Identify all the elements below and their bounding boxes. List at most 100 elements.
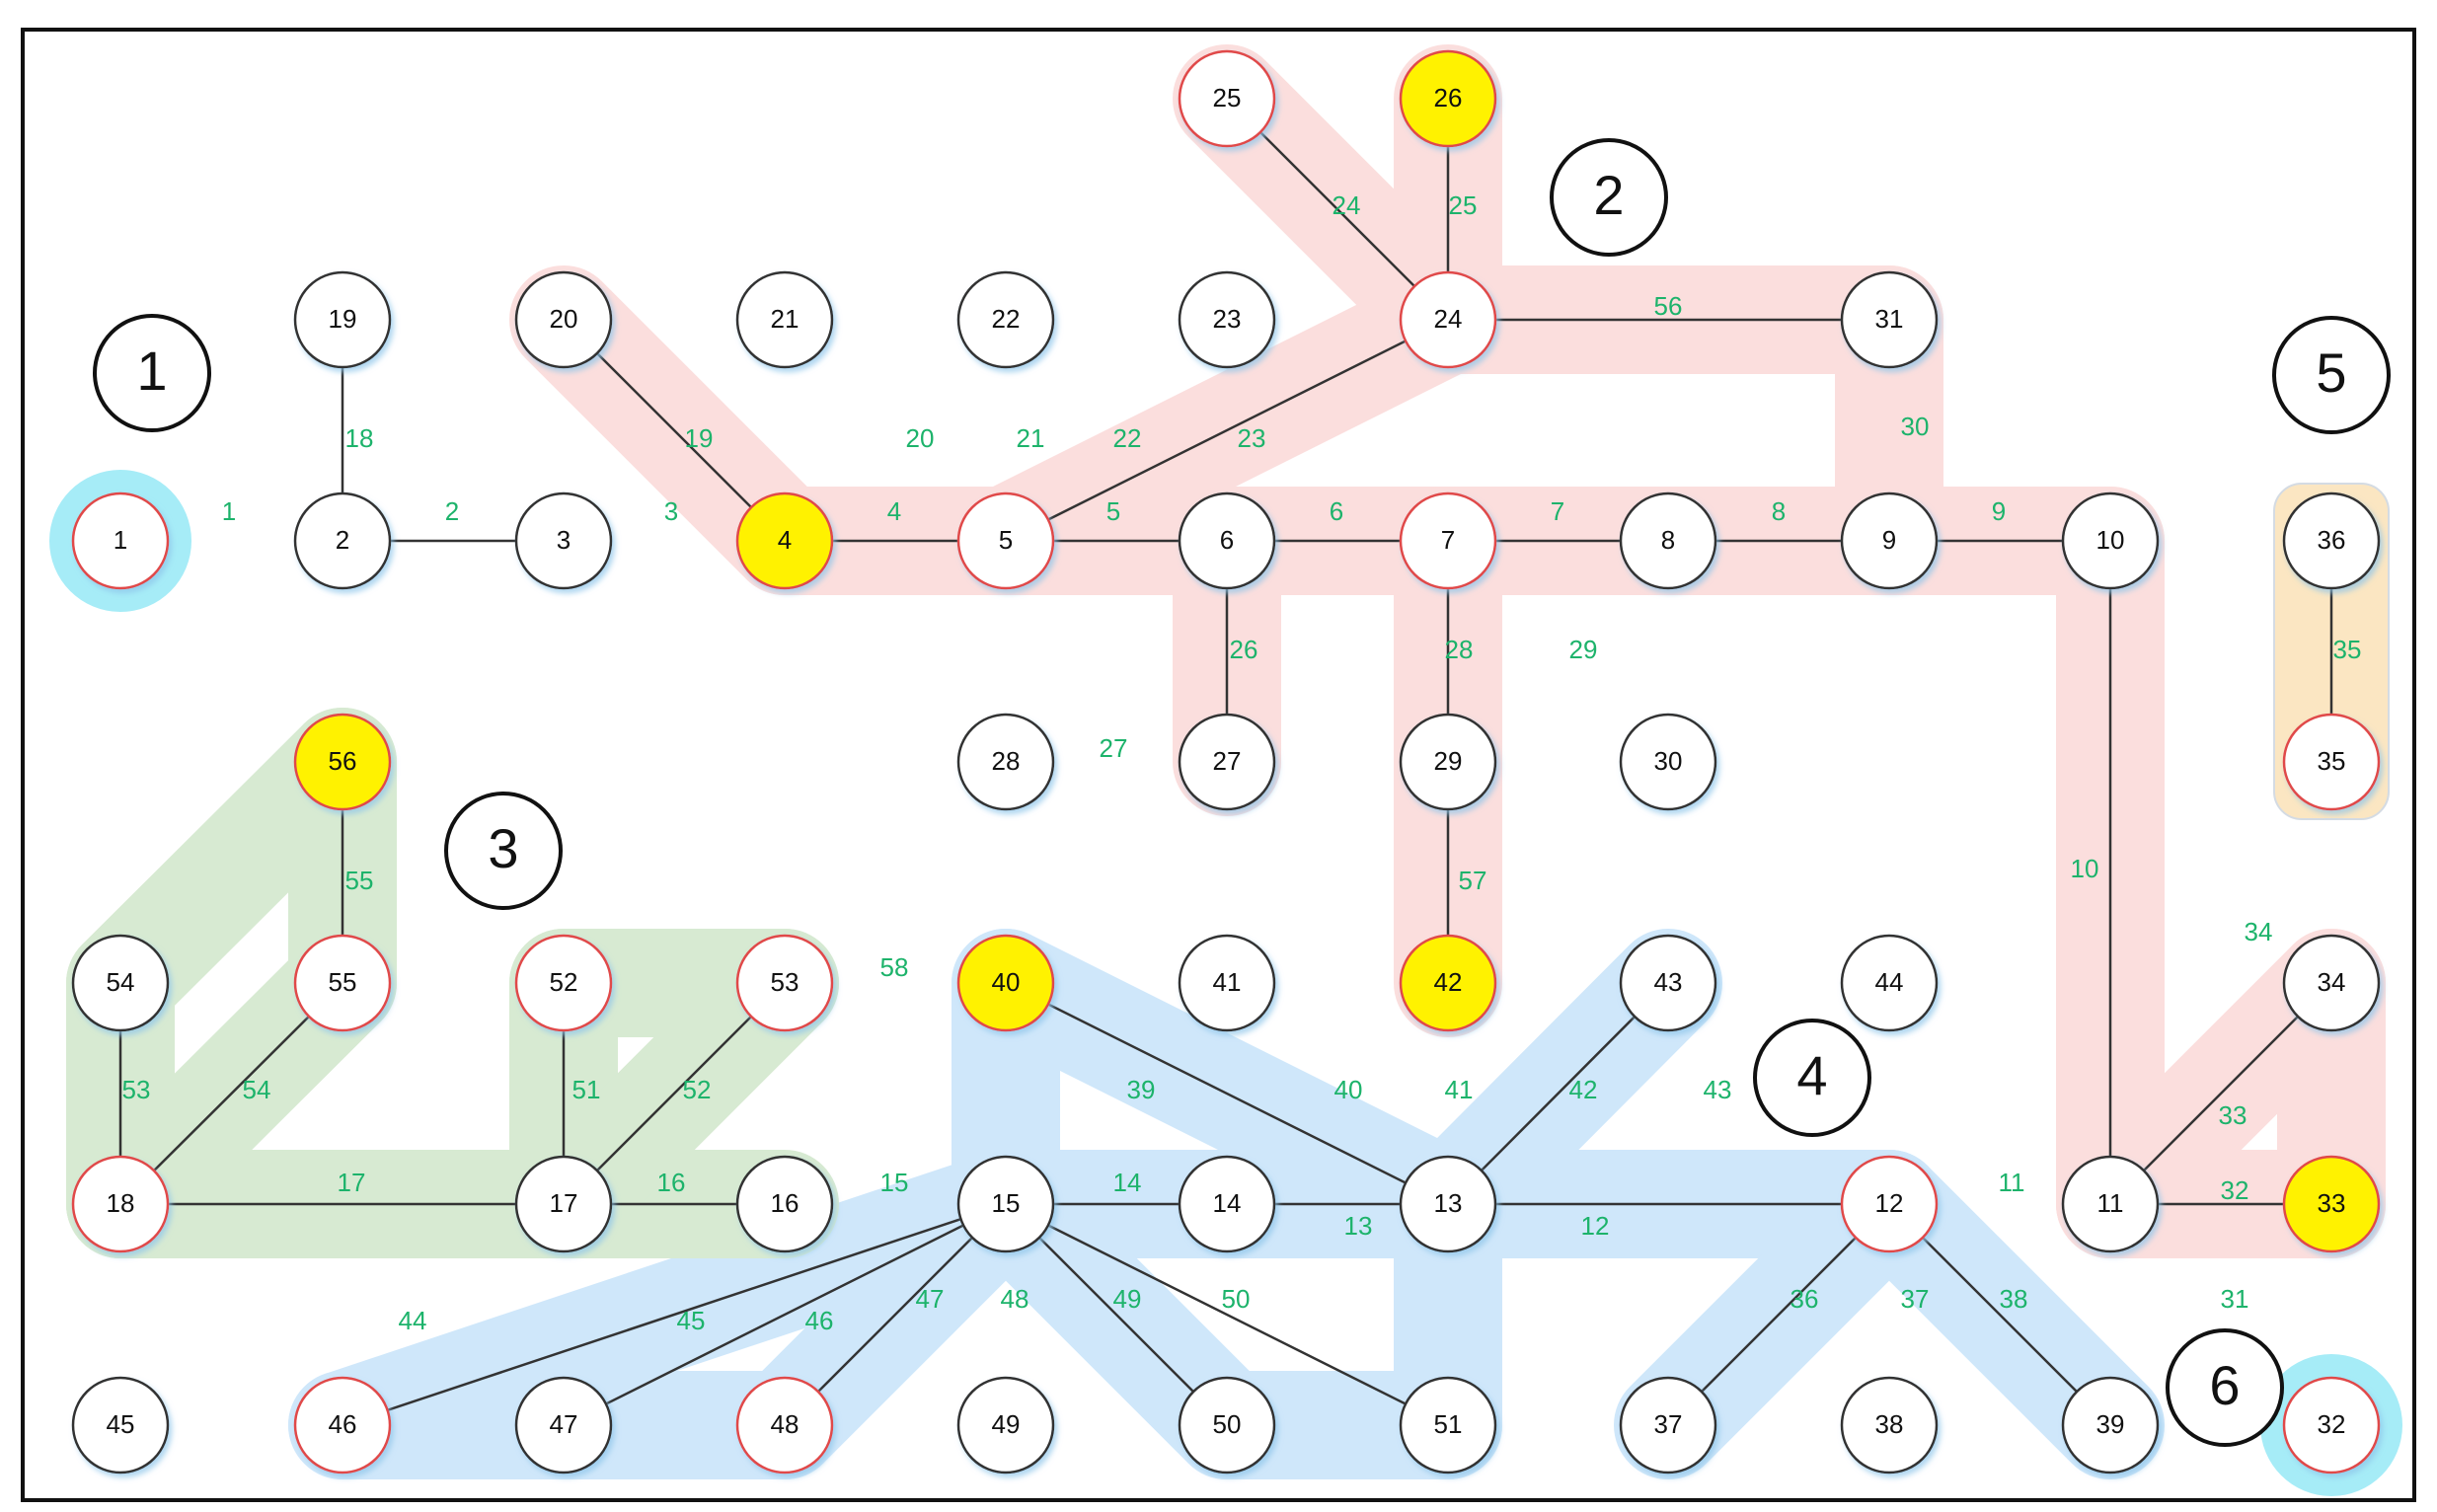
edge-label-20: 20 — [906, 423, 935, 453]
node-circle — [1399, 270, 1497, 369]
edge-label-12: 12 — [1581, 1211, 1610, 1241]
node-label: 11 — [2097, 1188, 2124, 1218]
node-circle — [514, 491, 613, 590]
node-1: 1 — [71, 491, 170, 590]
group-label-circle — [1753, 1019, 1871, 1137]
edge-15-51 — [1005, 1202, 1449, 1427]
edge-11-34 — [2109, 982, 2332, 1205]
node-circle — [735, 491, 834, 590]
node-36: 36 — [2282, 491, 2381, 590]
node-circle — [2282, 1155, 2381, 1253]
node-37: 37 — [1619, 1376, 1717, 1474]
edge-label-51: 51 — [572, 1075, 601, 1104]
node-circle — [514, 270, 613, 369]
node-label: 20 — [550, 304, 578, 334]
node-21: 21 — [735, 270, 834, 369]
node-34: 34 — [2282, 934, 2381, 1032]
node-28: 28 — [956, 713, 1055, 811]
node-49: 49 — [956, 1376, 1055, 1474]
edge-53-17 — [563, 982, 786, 1205]
node-label: 3 — [557, 525, 571, 555]
node-12: 12 — [1840, 1155, 1939, 1253]
node-53: 53 — [735, 934, 834, 1032]
node-label: 28 — [992, 746, 1021, 776]
node-32: 32 — [2282, 1376, 2381, 1474]
node-circle — [1178, 491, 1276, 590]
edge-label-32: 32 — [2221, 1175, 2249, 1205]
node-circle — [1840, 1376, 1939, 1474]
node-circle — [1619, 491, 1717, 590]
edge-label-22: 22 — [1113, 423, 1142, 453]
node-31: 31 — [1840, 270, 1939, 369]
node-label: 42 — [1434, 967, 1463, 997]
node-circle — [2282, 934, 2381, 1032]
node-55: 55 — [293, 934, 392, 1032]
node-circle — [1178, 49, 1276, 148]
node-circle — [71, 491, 170, 590]
group-label-6: 6 — [2166, 1328, 2284, 1447]
node-label: 21 — [771, 304, 800, 334]
node-circle — [1178, 934, 1276, 1032]
edge-label-3: 3 — [664, 496, 678, 526]
edge-label-52: 52 — [683, 1075, 712, 1104]
edge-label-37: 37 — [1901, 1284, 1930, 1314]
node-circle — [2061, 491, 2160, 590]
group-label-3: 3 — [444, 792, 563, 910]
node-label: 25 — [1213, 83, 1242, 113]
edge-label-9: 9 — [1992, 496, 2006, 526]
node-29: 29 — [1399, 713, 1497, 811]
node-45: 45 — [71, 1376, 170, 1474]
group-label-circle — [1550, 138, 1668, 257]
edge-label-21: 21 — [1017, 423, 1045, 453]
node-9: 9 — [1840, 491, 1939, 590]
node-label: 19 — [329, 304, 357, 334]
edge-label-42: 42 — [1569, 1075, 1598, 1104]
edge-label-27: 27 — [1100, 733, 1128, 763]
node-circle — [514, 1376, 613, 1474]
node-label: 10 — [2096, 525, 2125, 555]
edge-15-46 — [342, 1202, 1007, 1427]
edge-label-47: 47 — [916, 1284, 945, 1314]
edge-12-37 — [1667, 1203, 1890, 1426]
node-label: 31 — [1875, 304, 1904, 334]
node-circle — [1178, 713, 1276, 811]
node-circle — [1619, 934, 1717, 1032]
node-label: 50 — [1213, 1409, 1242, 1439]
group-label-circle — [444, 792, 563, 910]
node-circle — [293, 270, 392, 369]
node-25: 25 — [1178, 49, 1276, 148]
node-label: 46 — [329, 1409, 357, 1439]
edge-15-47 — [563, 1202, 1007, 1427]
group-label-4: 4 — [1753, 1019, 1871, 1137]
node-label: 41 — [1213, 967, 1242, 997]
node-24: 24 — [1399, 270, 1497, 369]
node-label: 2 — [336, 525, 349, 555]
edge-24-25 — [1226, 98, 1449, 321]
node-label: 18 — [107, 1188, 135, 1218]
node-39: 39 — [2061, 1376, 2160, 1474]
edge-label-58: 58 — [880, 952, 909, 982]
node-51: 51 — [1399, 1376, 1497, 1474]
node-circle — [1399, 491, 1497, 590]
node-label: 37 — [1654, 1409, 1683, 1439]
edge-label-45: 45 — [677, 1306, 706, 1335]
edge-label-25: 25 — [1449, 190, 1478, 220]
node-35: 35 — [2282, 713, 2381, 811]
node-13: 13 — [1399, 1155, 1497, 1253]
node-label: 15 — [992, 1188, 1021, 1218]
edge-label-10: 10 — [2071, 854, 2099, 883]
node-circle — [1399, 713, 1497, 811]
node-label: 6 — [1220, 525, 1234, 555]
node-label: 9 — [1882, 525, 1896, 555]
node-circle — [1840, 1155, 1939, 1253]
group-label-text: 5 — [2316, 341, 2346, 404]
node-circle — [956, 934, 1055, 1032]
node-circle — [293, 934, 392, 1032]
node-2: 2 — [293, 491, 392, 590]
node-circle — [735, 934, 834, 1032]
node-52: 52 — [514, 934, 613, 1032]
node-17: 17 — [514, 1155, 613, 1253]
node-6: 6 — [1178, 491, 1276, 590]
